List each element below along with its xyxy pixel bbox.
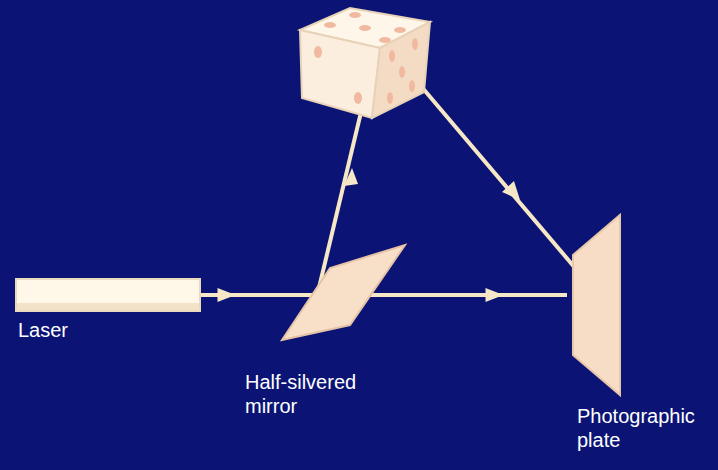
mirror-plate [240, 240, 410, 345]
laser-box [15, 278, 201, 312]
part-label: Laser [18, 318, 68, 342]
part-label: Photographic plate [577, 404, 712, 452]
light-beam [410, 288, 567, 302]
part-label: Half-silvered mirror [245, 370, 395, 418]
light-beam [201, 288, 240, 302]
photographic-plate [567, 210, 627, 400]
die [300, 8, 430, 118]
beam-arrowhead [344, 168, 358, 186]
reflected-beam [420, 85, 598, 295]
laser-node: Laser [15, 278, 201, 342]
plate-node: Photographic plate [567, 210, 712, 452]
mirror-node: Half-silvered mirror [240, 240, 410, 418]
beam-arrowhead [502, 181, 520, 200]
